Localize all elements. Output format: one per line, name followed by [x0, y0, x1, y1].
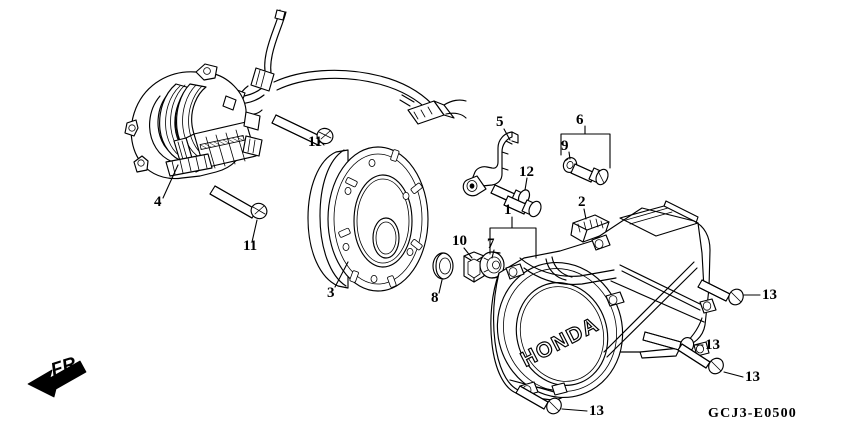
washer-8 — [432, 252, 454, 280]
flange-bolt-13-b — [642, 331, 695, 354]
screw-11-upper — [271, 114, 334, 146]
callout-6: 6 — [576, 112, 584, 128]
callout-2: 2 — [578, 194, 586, 210]
flange-bolt-13-a — [697, 279, 744, 306]
callout-10: 10 — [452, 233, 467, 249]
callout-3: 3 — [327, 285, 335, 301]
left-crankcase-cover: HONDA — [490, 200, 717, 401]
stator-assembly — [124, 63, 263, 180]
flywheel-rotor — [307, 146, 429, 292]
cable-guide-bracket-5 — [462, 131, 519, 197]
callout-11-lower: 11 — [243, 238, 258, 254]
callout-9: 9 — [561, 138, 569, 154]
callout-8: 8 — [431, 290, 439, 306]
bolt-upper-cover — [503, 195, 542, 218]
leader-lines — [162, 125, 761, 412]
callout-7: 7 — [487, 236, 495, 252]
flange-bolt-6 — [570, 163, 609, 186]
rubber-grommet-2 — [570, 214, 610, 243]
callout-1: 1 — [504, 202, 512, 218]
diagram-code-label: GCJ3-E0500 — [708, 406, 797, 421]
rotor-magnet-slots — [338, 149, 423, 288]
flange-bolt-13-c — [677, 343, 724, 375]
callout-13-d: 13 — [589, 403, 604, 419]
hex-nut-10 — [463, 251, 485, 283]
front-direction-arrow — [27, 360, 87, 398]
callout-13-a: 13 — [762, 287, 777, 303]
rotor-bolt-holes — [342, 158, 414, 283]
callout-11-upper: 11 — [308, 134, 323, 150]
callout-4: 4 — [154, 194, 162, 210]
callout-13-b: 13 — [705, 337, 720, 353]
harness-connector — [399, 94, 467, 125]
callout-13-c: 13 — [745, 369, 760, 385]
flange-bolt-13-d — [515, 385, 562, 415]
screw-11-lower — [209, 185, 268, 220]
callout-5: 5 — [496, 114, 504, 130]
wire-harness — [225, 9, 467, 125]
callout-12: 12 — [519, 164, 534, 180]
